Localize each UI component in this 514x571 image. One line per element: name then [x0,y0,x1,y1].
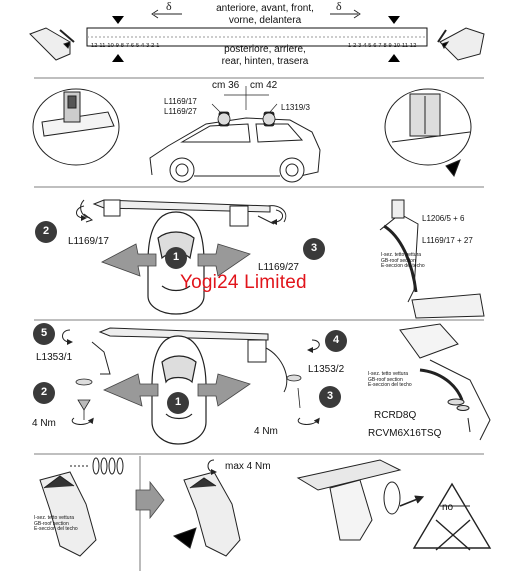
car-top-view-2 [151,335,207,445]
distance-front: cm 36 [212,80,240,91]
bar-assembly-top [80,199,287,227]
roof-section-2-line-3: E-seccion del techo [368,382,412,388]
step-number-1a: 1 [172,251,180,263]
push-arrows-1 [101,243,251,277]
roof-section-3-line-3: E-seccion del techo [34,526,78,532]
step-number-4: 4 [332,334,340,346]
roof-feet [217,111,276,127]
rear-label-line-1: posteriore, arriere, [224,44,306,55]
position-markers [112,16,400,62]
step2-left-code: L1169/17 [68,236,109,247]
roof-section-1: I-sez. tetto vettura GB-roof section E-s… [381,252,425,270]
roof-section-2-line-1: I-sez. tetto vettura [368,371,409,377]
step-number-2b: 2 [40,386,48,398]
rotation-arrows [62,205,320,425]
part-code-rear-foot: L1319/3 [281,103,310,112]
part-code-front-foot-b: L1169/27 [164,107,197,116]
roof-section-1-line-1: I-sez. tetto vettura [381,252,422,258]
bar-end-view [296,459,425,541]
car-side-view [149,117,321,183]
svg-text:δ: δ [336,0,342,13]
step2-right-code: L1169/27 [258,262,299,273]
front-label-line-1: anteriore, avant, front, [216,3,314,14]
torque-max: max 4 Nm [225,461,271,472]
distance-rear: cm 42 [250,80,278,91]
step-number-2a: 2 [42,225,50,237]
step-number-3a: 3 [310,242,318,254]
roof-section-2-line-2: GB-roof section [368,376,403,383]
push-arrows-2 [103,373,251,407]
front-label-line-2: vorne, delantera [228,15,302,26]
front-label: anteriore, avant, front, vorne, delanter… [200,3,330,27]
bar-assembly-bottom [91,327,288,393]
pad-detail [379,199,485,319]
next-arrow [135,480,165,520]
section-dividers [34,77,484,571]
torque-right: 4 Nm [254,426,278,437]
pad-code-b: L1169/17 + 27 [422,236,473,245]
scale-right: 1 2 3 4 5 6 7 8 9 10 11 12 [348,43,417,49]
scale-left: 12 11 10 9 8 7 6 5 4 3 2 1 [91,43,160,49]
rear-label-line-2: rear, hinten, trasera [221,56,309,67]
part-code-front-foot-a: L1169/17 [164,97,197,106]
step-number-1b: 1 [174,396,182,408]
step3-left-code: L1353/1 [36,352,73,363]
pad-code-a: L1206/5 + 6 [422,214,465,223]
roof-section-3-line-1: I-sez. tetto vettura [34,515,75,521]
end-cap-left [29,27,75,61]
screw-code-a: RCRD8Q [374,410,417,421]
svg-text:δ: δ [166,0,172,13]
rail-scale [86,27,428,47]
screw-code-b: RCVM6X16TSQ [368,428,442,439]
washers-right [286,374,302,409]
screw-detail [399,323,491,441]
roof-section-1-line-2: GB-roof section [381,257,416,264]
no-torque-sign [412,482,492,551]
distance-lines [211,86,278,113]
step-number-3b: 3 [326,390,334,402]
torque-left: 4 Nm [32,418,56,429]
detail-circle-left [32,88,120,166]
step3-right-code: L1353/2 [308,364,345,375]
roof-section-3-line-2: GB-roof section [34,520,69,527]
watermark: Yogi24 Limited [180,272,307,293]
end-cap-right [437,27,485,61]
detail-circle-right [384,88,472,177]
roof-section-3: I-sez. tetto vettura GB-roof section E-s… [34,515,78,533]
washers-left [75,378,93,420]
endcap-steps [39,457,124,557]
measure-arrows: δ δ [151,0,361,19]
rear-label: posteriore, arriere, rear, hinten, trase… [200,44,330,68]
roof-section-1-line-3: E-seccion del techo [381,263,425,269]
step-badges [33,221,347,414]
no-label: no [442,502,454,513]
endcap-fit [172,459,241,557]
step-number-5: 5 [40,327,48,339]
roof-section-2: I-sez. tetto vettura GB-roof section E-s… [368,371,412,389]
